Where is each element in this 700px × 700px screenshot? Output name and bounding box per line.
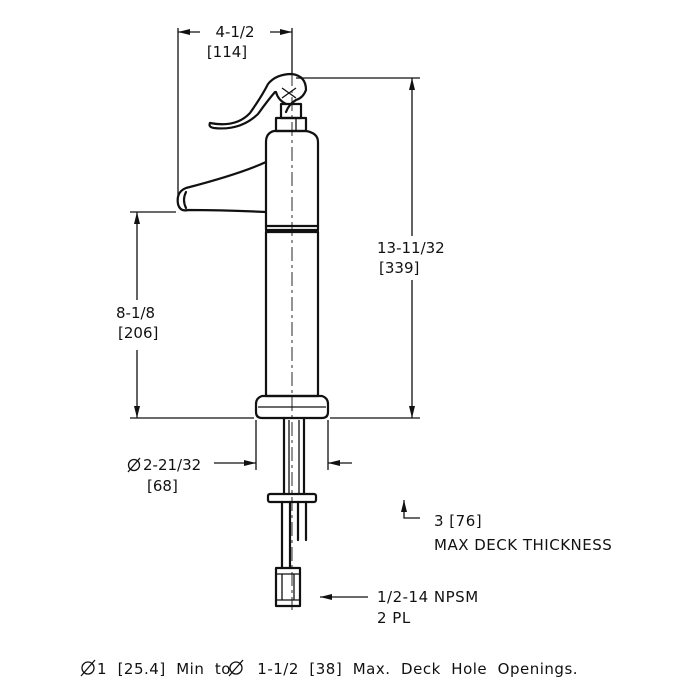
overall-height-imperial: 13-11/32 [377,239,445,257]
thread-quantity: 2 PL [377,609,411,627]
overall-height-metric: [339] [379,259,419,277]
deck-thickness-value: 3 [76] [434,512,482,530]
thread-spec: 1/2-14 NPSM [377,588,479,606]
faucet-outline [176,72,330,610]
deck-hole-note: 1 [25.4] Min to 1-1/2 [38] Max. Deck Hol… [80,659,578,678]
diameter-symbol-icon [80,659,96,677]
dimension-overall-height: 13-11/32 [339] [296,77,445,419]
spout-height-imperial: 8-1/8 [116,304,155,322]
diameter-symbol-icon [127,457,141,473]
leader-thread-spec: 1/2-14 NPSM 2 PL [320,588,479,627]
dimension-base-diameter: 2-21/32 [68] [127,420,352,495]
deck-hole-openings-note: 1 [25.4] Min to 1-1/2 [38] Max. Deck Hol… [97,660,578,678]
leader-deck-thickness: 3 [76] MAX DECK THICKNESS [401,500,612,554]
base-diameter-imperial: 2-21/32 [143,456,201,474]
spout-reach-metric: [114] [207,43,247,61]
deck-thickness-label: MAX DECK THICKNESS [434,536,612,554]
dimension-spout-reach: 4-1/2 [114] [177,23,293,200]
spout-height-metric: [206] [118,324,158,342]
base-diameter-metric: [68] [147,477,178,495]
spout-reach-imperial: 4-1/2 [215,23,254,41]
dimension-spout-height: 8-1/8 [206] [116,211,254,419]
diameter-symbol-icon [228,659,244,677]
